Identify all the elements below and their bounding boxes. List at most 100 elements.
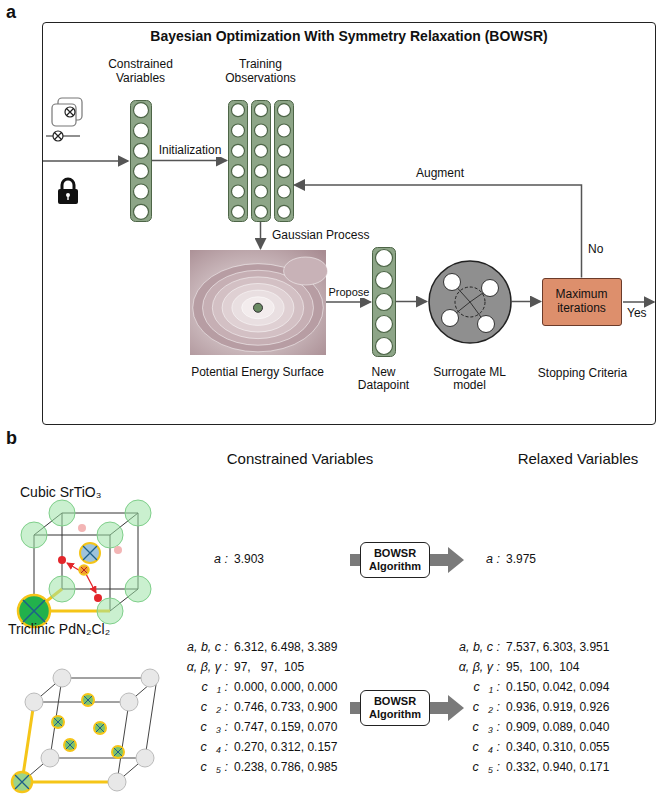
variable-name: c⃗₁ : [148, 680, 228, 694]
training-columns-art-circle [231, 103, 244, 116]
surrogate-model-art-circle [455, 287, 485, 317]
variable-name: a, b, c : [148, 640, 228, 654]
edge-label: Initialization [157, 143, 224, 157]
variable-value: 0.909, 0.089, 0.040 [506, 720, 646, 734]
triclinic-crystal-g-path [34, 678, 157, 702]
lock-icon-rect [58, 189, 78, 204]
surrogate-model-art-circle [477, 315, 494, 332]
variable-name: c⃗₂ : [148, 700, 228, 714]
structure-name: Cubic SrTiO₃ [20, 484, 150, 500]
cubic-crystal-g-circle [125, 500, 151, 526]
triclinic-crystal-path [22, 702, 117, 782]
cubic-crystal-line [86, 574, 96, 593]
datapoint-column-art-circle [375, 293, 392, 310]
variable-name: c⃗₃ : [148, 720, 228, 734]
input-arrow-line [43, 160, 128, 162]
datapoint-column: New Datapoint [372, 247, 396, 357]
variable-column-art-circle [133, 123, 148, 138]
node-label: Constrained Variables [93, 58, 189, 86]
training-columns-art-rect [274, 100, 293, 221]
box-label: BOWSR Algorithm [364, 547, 426, 572]
lock-icon [58, 179, 78, 204]
cubic-crystal-g-circle [49, 500, 75, 526]
cubic-crystal-circle [79, 565, 89, 575]
variable-value: 0.238, 0.786, 0.985 [234, 760, 346, 774]
triclinic-crystal-g-circle [41, 749, 59, 767]
stop-box: Maximum iterationsStopping Criteria [542, 278, 622, 326]
node-label: Surrogate ML model [430, 366, 510, 394]
training-columns-art-circle [231, 124, 244, 137]
cubic-crystal-circle [94, 594, 102, 602]
variable-name: a, b, c : [420, 640, 500, 654]
training-columns-art-rect [251, 100, 270, 221]
surrogate-model-art-circle [443, 273, 460, 290]
branch-label: Yes [627, 306, 653, 320]
surrogate-model-art-circle [481, 279, 498, 296]
datapoint-column-art [372, 247, 396, 357]
triclinic-crystal-circle [12, 772, 32, 792]
variable-name: c⃗₅ : [420, 760, 500, 774]
structure-icon-circle [53, 131, 63, 141]
structure-icon [46, 98, 82, 141]
node-label: New Datapoint [349, 366, 419, 394]
cubic-crystal-g-circle [21, 522, 47, 548]
diagram-title: Bayesian Optimization With Symmetry Rela… [43, 28, 655, 44]
variable-value: 0.746, 0.733, 0.900 [234, 700, 346, 714]
training-columns-art-circle [277, 144, 290, 157]
training-columns-art-circle [231, 205, 244, 218]
outer-frame: Constrained VariablesTraining Observatio… [42, 22, 656, 425]
variable-name: c⃗₁ : [420, 680, 500, 694]
variable-column-art-circle [133, 143, 148, 158]
yes-arrow [623, 302, 654, 303]
triclinic-crystal-g-circle [120, 693, 138, 711]
variable-value: 6.312, 6.498, 3.389 [234, 640, 346, 654]
cubic-crystal-circle [78, 524, 86, 532]
surrogate-model-art [428, 260, 512, 344]
panel-letter: a [6, 2, 26, 23]
variable-value: 0.340, 0.310, 0.055 [506, 740, 646, 754]
training-columns-art-circle [277, 103, 290, 116]
lock-icon-rect [67, 195, 68, 200]
cubic-crystal-path [83, 546, 97, 560]
cubic-crystal-circle [80, 543, 100, 563]
training-columns-art-circle [231, 185, 244, 198]
triclinic-crystal-g-circle [53, 669, 71, 687]
surrogate-model: Surrogate ML model [428, 260, 512, 344]
surrogate-model-art-circle [441, 309, 458, 326]
training-columns-art-circle [254, 205, 267, 218]
variable-value: 0.332, 0.940, 0.171 [506, 760, 646, 774]
cubic-crystal-path [81, 567, 87, 573]
algorithm-box: BOWSR Algorithm [360, 542, 430, 578]
node-label: Stopping Criteria [538, 367, 628, 381]
triclinic-crystal-g [22, 678, 157, 782]
training-columns-art-circle [231, 144, 244, 157]
cubic-crystal-g [21, 500, 151, 624]
variable-name: c⃗₄ : [148, 740, 228, 754]
cubic-crystal-g-circle [49, 576, 75, 602]
cubic-crystal-g-path [34, 513, 138, 611]
variable-column: Constrained Variables [130, 100, 152, 222]
algorithm-box: BOWSR Algorithm [360, 690, 430, 726]
variable-name: a : [158, 552, 228, 566]
node-label: Potential Energy Surface [178, 366, 338, 380]
cubic-crystal-g-circle [97, 598, 123, 624]
flow-arrow [326, 301, 371, 303]
triclinic-crystal-g-path [22, 758, 145, 782]
training-columns-art-circle [277, 164, 290, 177]
training-columns-art-rect [228, 100, 247, 221]
structure-icon-circle [65, 107, 75, 117]
cubic-crystal-circle [114, 546, 122, 554]
triclinic-crystal-g [52, 694, 124, 758]
datapoint-column-art-rect [372, 247, 395, 356]
box-label: Maximum iterations [546, 288, 618, 316]
cubic-crystal-path [23, 600, 45, 622]
energy-surface-art [190, 250, 326, 355]
variable-name: c⃗₄ : [420, 740, 500, 754]
structure-icon-path [55, 133, 62, 140]
variable-value: 0.270, 0.312, 0.157 [234, 740, 346, 754]
surrogate-model-art-circle [429, 261, 511, 343]
variable-value: 3.903 [234, 552, 344, 566]
